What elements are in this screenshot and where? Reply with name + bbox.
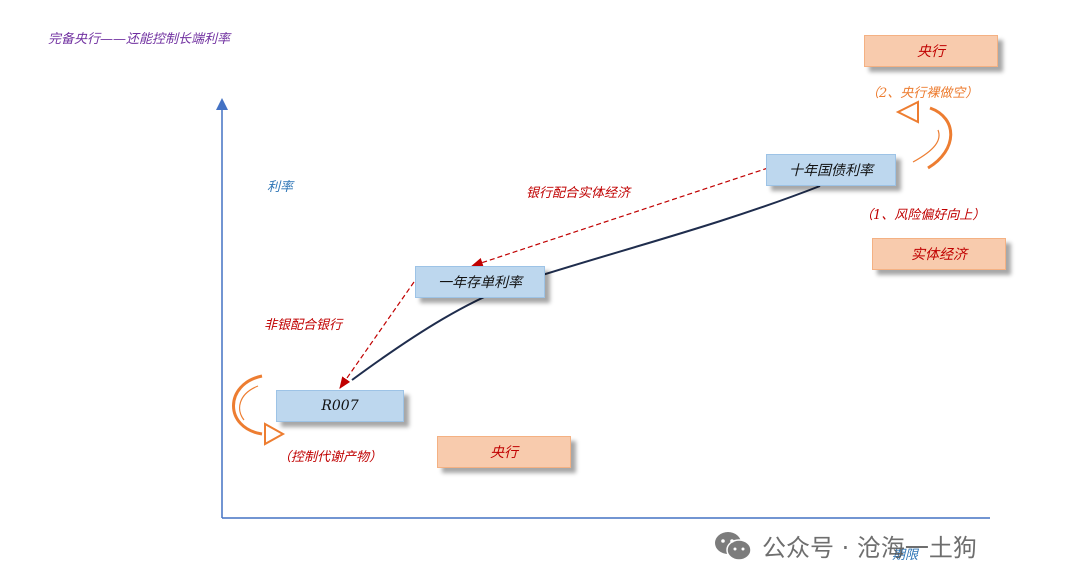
arrow-nonbank-bank — [339, 281, 415, 389]
orange-loop-top — [927, 106, 953, 170]
central-bank-box-top: 央行 — [864, 35, 998, 67]
real-economy-box: 实体经济 — [872, 238, 1006, 270]
watermark: 公众号 · 沧海一土狗 — [712, 528, 977, 563]
x-axis-label: 期限 — [892, 548, 919, 563]
central-bank-box-bottom: 央行 — [437, 436, 571, 468]
orange-loop-bottom — [232, 374, 263, 436]
note-risk-preference-up: （1、风险偏好向上） — [860, 208, 986, 223]
one-year-cd-box: 一年存单利率 — [415, 266, 545, 298]
wechat-icon — [715, 531, 752, 561]
orange-arrowhead-top — [895, 100, 919, 124]
orange-loop-bottom-inner — [239, 385, 259, 421]
watermark-text: 公众号 · 沧海一土狗 — [762, 534, 977, 562]
ten-year-bond-box: 十年国债利率 — [766, 154, 896, 186]
arrow-bank-real-economy — [470, 167, 769, 268]
diagram-title: 完备央行——还能控制长端利率 — [48, 32, 231, 47]
y-axis-label: 利率 — [267, 180, 294, 195]
r007-box: R007 — [276, 390, 404, 422]
label-bank-real-economy: 银行配合实体经济 — [526, 186, 631, 201]
note-central-bank-naked-short: （2、央行裸做空） — [866, 86, 979, 101]
note-control-metabolite: （控制代谢产物） — [278, 450, 383, 465]
label-nonbank-bank: 非银配合银行 — [264, 318, 343, 333]
orange-loop-top-inner — [912, 129, 940, 163]
orange-arrowhead-bottom — [264, 422, 286, 446]
